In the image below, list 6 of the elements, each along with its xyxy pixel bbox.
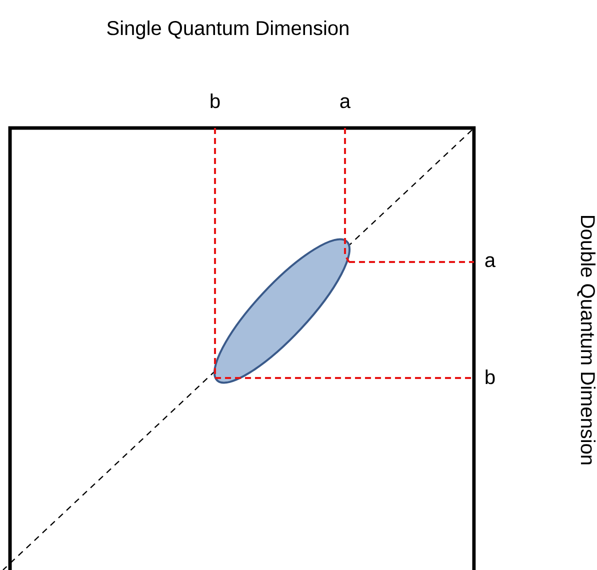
axis-title: Double Quantum Dimension (577, 216, 596, 464)
axis-title: Single Quantum Dimension (107, 20, 348, 40)
peak-label: b (486, 370, 495, 384)
peak-label: a (340, 97, 351, 108)
peak-label: b (210, 94, 220, 108)
peak-label: a (485, 256, 496, 268)
